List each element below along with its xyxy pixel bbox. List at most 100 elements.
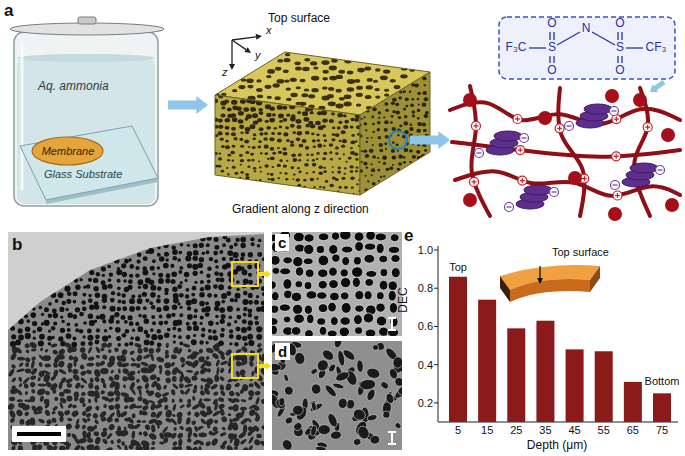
pore — [200, 271, 204, 275]
atom-symbol: F₃C — [506, 41, 527, 55]
pore — [121, 362, 130, 368]
pore — [132, 329, 135, 332]
pore — [102, 284, 108, 290]
pore — [403, 156, 406, 158]
pore — [338, 186, 341, 189]
pore — [291, 154, 296, 158]
pore — [67, 417, 73, 421]
pore — [82, 293, 86, 297]
pore — [102, 319, 106, 323]
pore — [234, 382, 241, 388]
pore — [172, 250, 178, 256]
pore — [157, 329, 161, 333]
pore — [94, 384, 100, 391]
pore — [66, 333, 72, 339]
pore — [232, 117, 238, 122]
pore — [225, 132, 229, 136]
pore — [150, 447, 155, 451]
pore — [149, 374, 157, 381]
pore — [304, 282, 312, 290]
pore — [179, 251, 183, 255]
pore — [95, 346, 101, 354]
pore — [166, 273, 171, 278]
pore — [293, 256, 303, 266]
pore — [261, 399, 267, 405]
pore — [231, 100, 237, 105]
pore — [238, 85, 245, 89]
pore — [322, 186, 325, 188]
pore — [333, 335, 343, 348]
aromatic-stack — [486, 131, 522, 155]
pore — [42, 373, 51, 383]
pore — [82, 403, 87, 408]
pore — [269, 137, 274, 141]
pore — [234, 172, 238, 175]
pore — [317, 318, 326, 325]
pore — [283, 152, 288, 156]
pore — [366, 167, 369, 169]
pore — [385, 109, 389, 112]
pore — [100, 347, 105, 352]
pore — [157, 295, 160, 298]
pore — [100, 416, 107, 423]
tick-label: 55 — [598, 424, 610, 437]
pore — [220, 137, 224, 140]
pore — [173, 340, 176, 343]
pore — [51, 411, 56, 415]
pore — [248, 360, 254, 367]
pore — [323, 170, 327, 173]
pore — [313, 186, 316, 188]
depth-arrow-head — [537, 278, 543, 284]
pore — [292, 178, 294, 180]
pore — [143, 284, 149, 290]
pore — [283, 316, 291, 323]
pore — [249, 383, 254, 387]
pore — [257, 244, 261, 248]
pore — [138, 388, 142, 396]
pore — [240, 145, 244, 148]
pore — [389, 166, 393, 169]
pore — [96, 328, 100, 332]
pore — [294, 314, 305, 323]
pore — [39, 306, 43, 310]
pore — [191, 375, 198, 381]
pore — [350, 118, 354, 122]
pore — [129, 342, 133, 346]
pore — [296, 125, 301, 129]
axis-arrow-head — [229, 64, 235, 70]
pore — [200, 315, 204, 319]
pore — [131, 431, 135, 439]
pore — [137, 298, 143, 304]
aromatic-stack — [622, 163, 658, 187]
pore — [123, 405, 129, 410]
pore — [382, 156, 387, 160]
pore — [302, 139, 307, 143]
pore — [398, 155, 403, 159]
pore — [234, 320, 237, 323]
pore — [399, 91, 402, 94]
pore — [352, 277, 360, 287]
pore — [371, 116, 374, 119]
pore — [117, 343, 121, 347]
pore — [192, 446, 199, 453]
pore — [108, 318, 114, 324]
pore — [53, 321, 57, 325]
pore — [364, 116, 366, 118]
pore — [392, 110, 395, 113]
pore — [114, 382, 120, 391]
pore — [332, 382, 344, 390]
pore — [261, 286, 266, 291]
pore — [377, 121, 381, 124]
pore — [357, 68, 365, 73]
pore — [341, 145, 345, 148]
pore — [361, 150, 363, 152]
pore — [80, 384, 85, 389]
pore — [135, 354, 143, 363]
pore — [44, 402, 50, 409]
pore — [302, 111, 308, 116]
pore — [337, 113, 343, 117]
pore — [137, 370, 141, 375]
pore — [213, 251, 218, 256]
pore — [424, 114, 429, 118]
pore — [111, 291, 115, 295]
